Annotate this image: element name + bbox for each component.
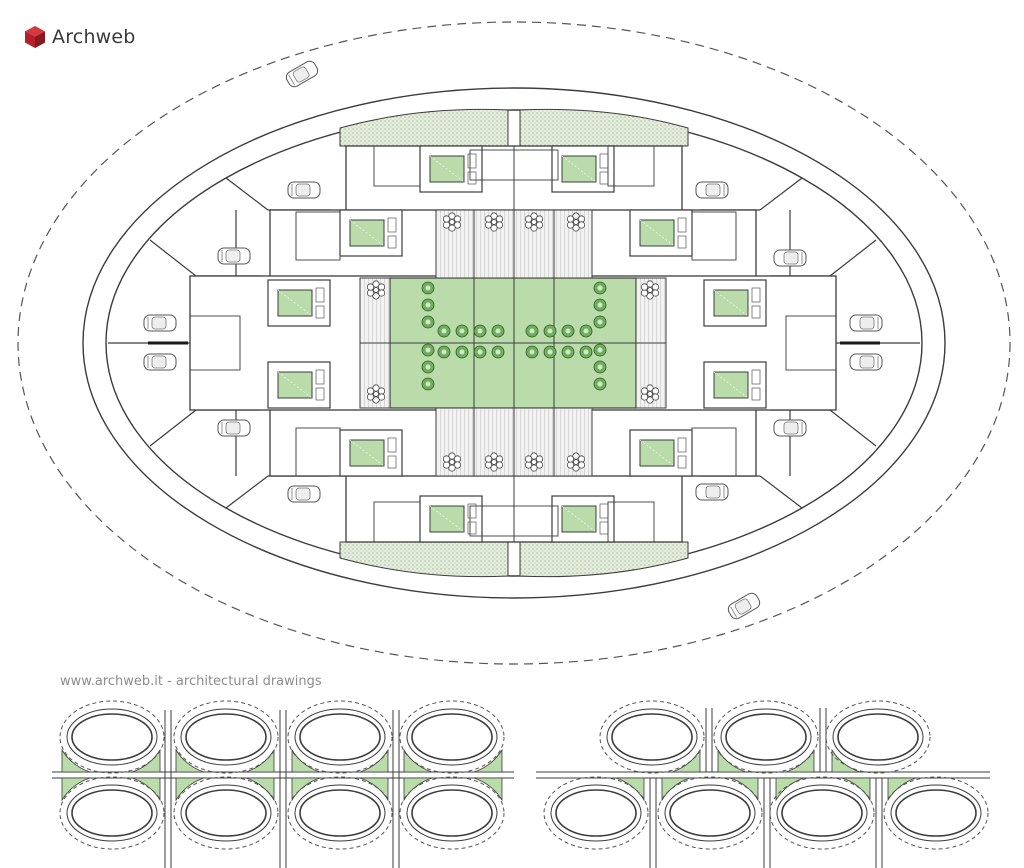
site-caption: www.archweb.it - architectural drawings (60, 674, 322, 689)
site-plan-drawing (17, 21, 1011, 665)
archweb-logo[interactable]: Archweb (24, 22, 136, 52)
block-layout-diagrams (52, 700, 990, 868)
hexagon-logo-icon (25, 26, 45, 48)
brand-name: Archweb (52, 26, 136, 48)
